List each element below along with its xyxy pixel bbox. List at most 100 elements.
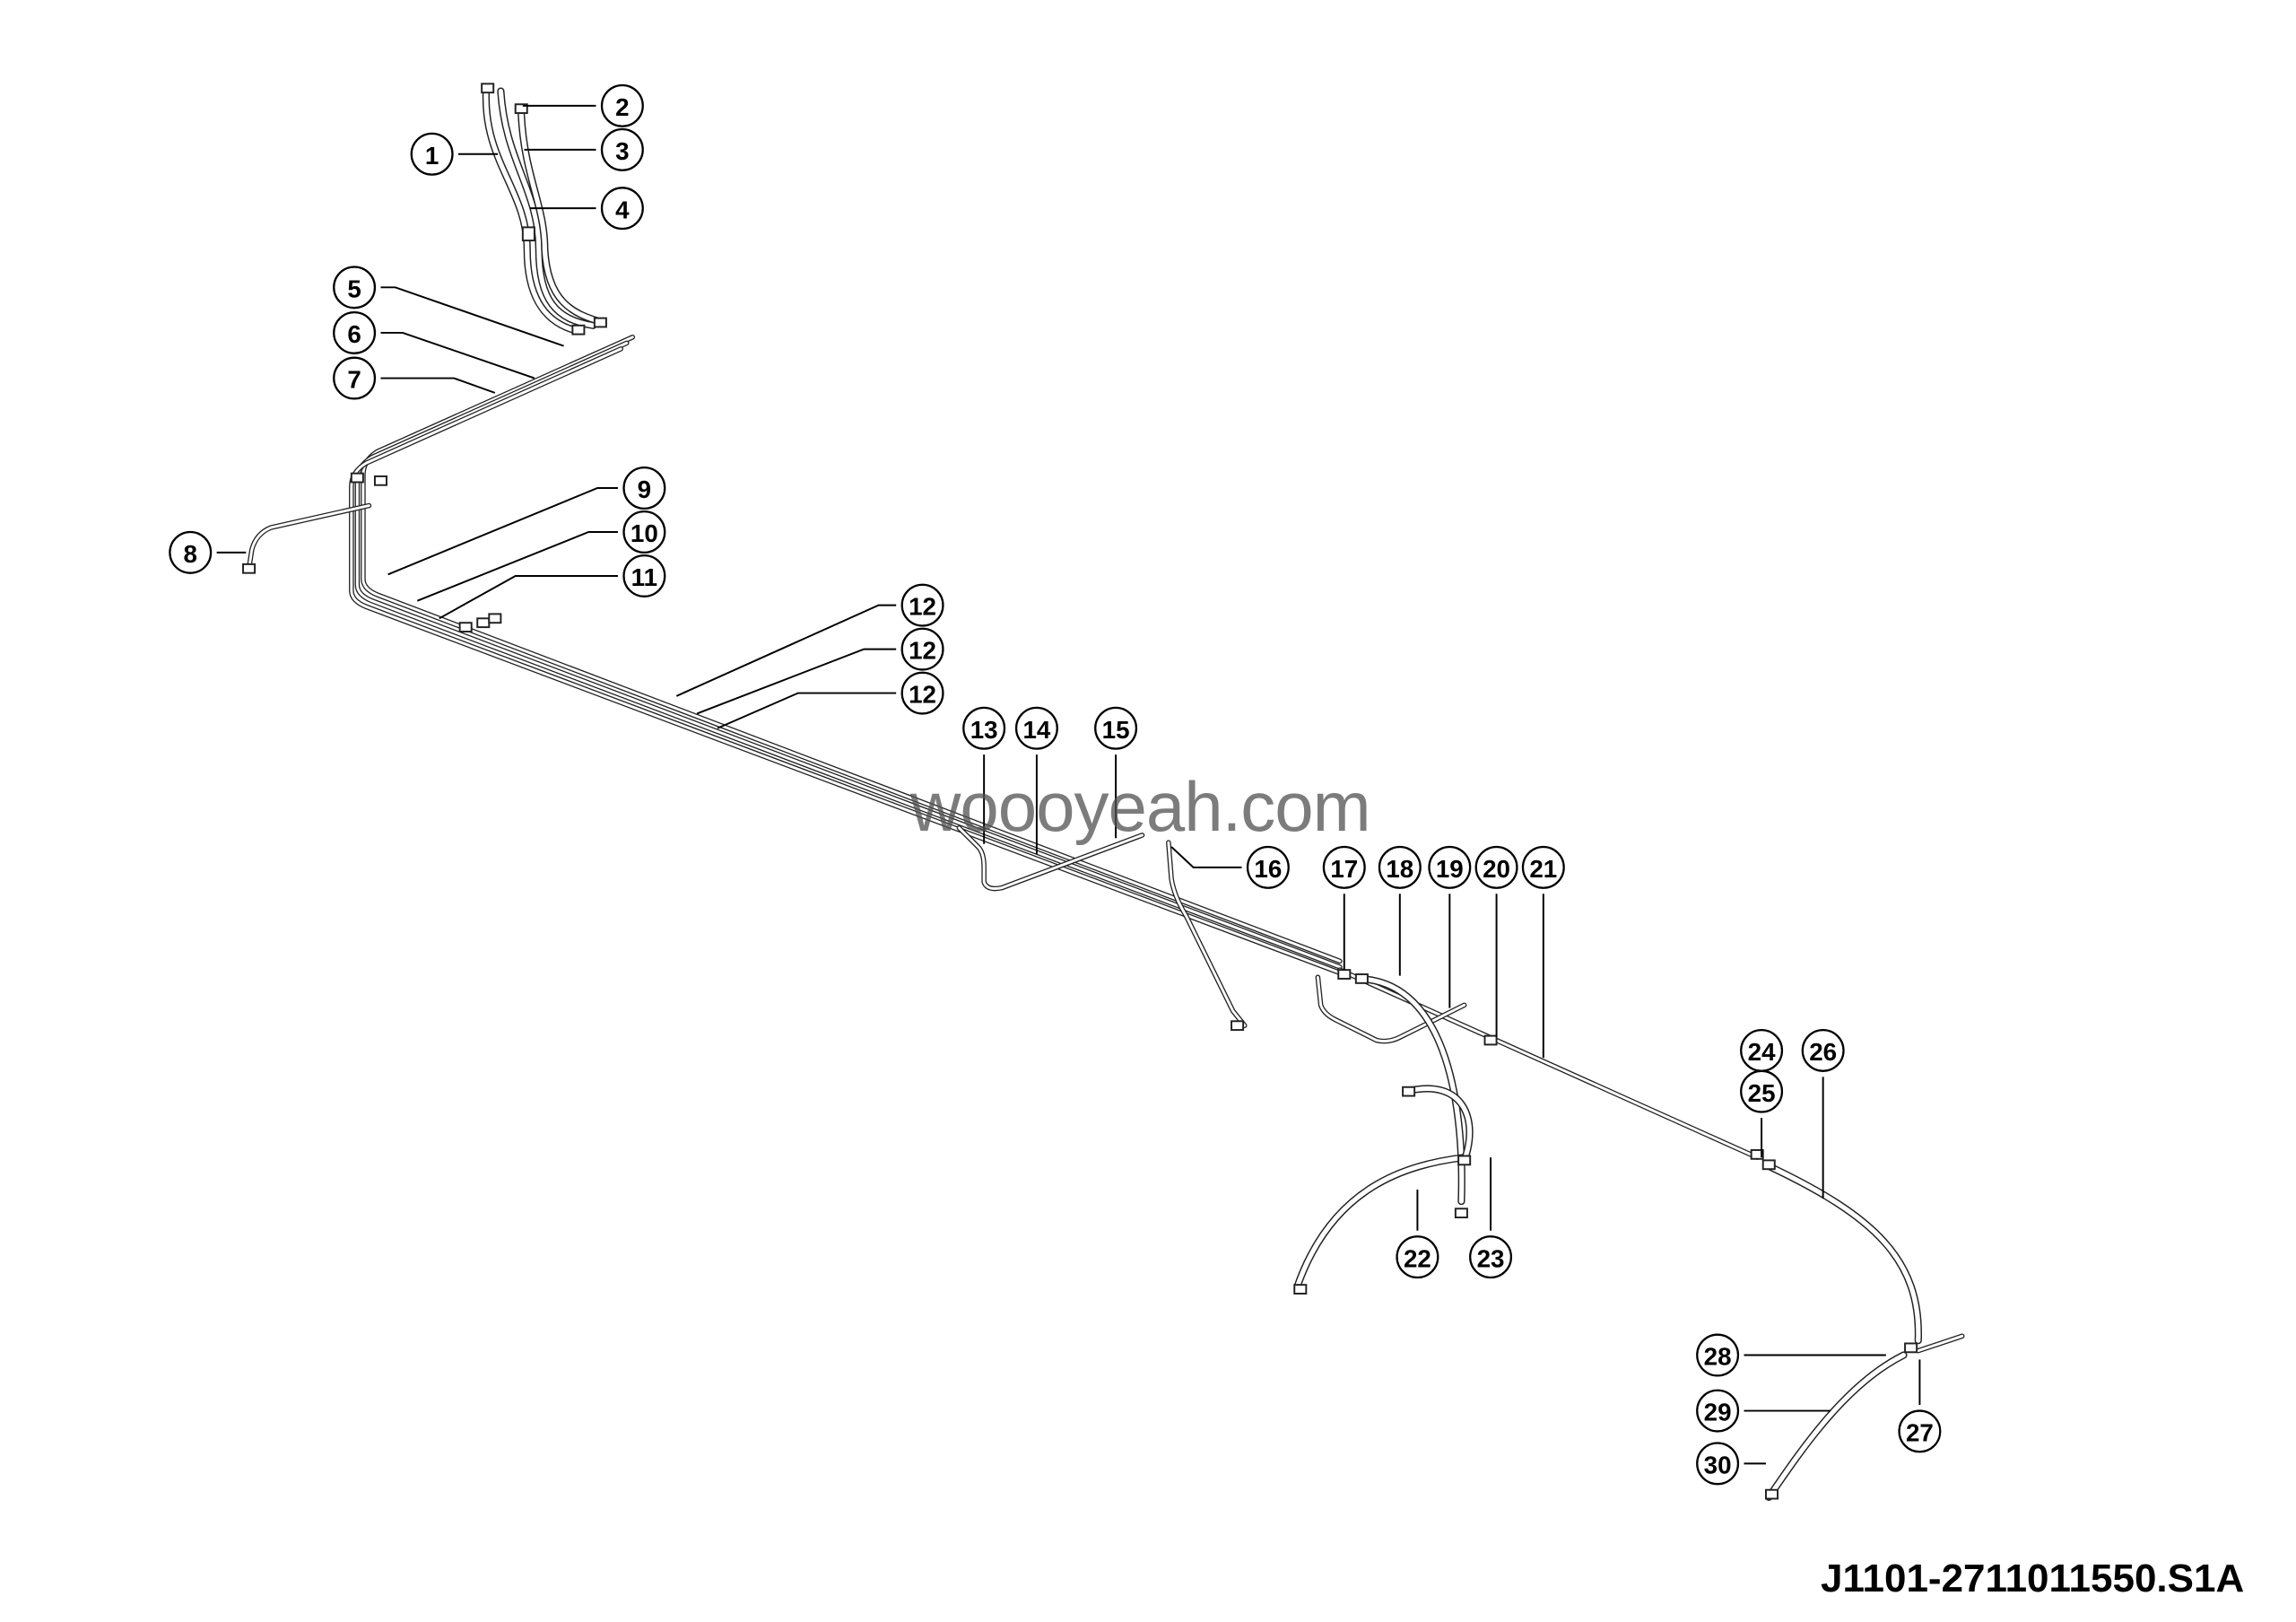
callout-29: 29 bbox=[1696, 1389, 1831, 1433]
callout-bubble bbox=[333, 356, 377, 400]
fitting bbox=[1904, 1342, 1918, 1354]
fitting bbox=[476, 617, 491, 629]
callout-bubble bbox=[1898, 1409, 1942, 1453]
drawing-code: J1101-2711011550.S1A bbox=[1821, 1557, 2245, 1600]
fitting bbox=[514, 103, 528, 115]
callout-bubble bbox=[1696, 1442, 1740, 1486]
leader-line bbox=[675, 604, 897, 697]
callout-bubble bbox=[622, 467, 666, 510]
fitting bbox=[571, 324, 586, 336]
fitting bbox=[373, 475, 387, 486]
fitting bbox=[1457, 1155, 1472, 1166]
leader-line bbox=[387, 487, 618, 576]
callout-bubble bbox=[1521, 845, 1565, 889]
leader-line bbox=[380, 377, 496, 394]
leader-line bbox=[380, 331, 535, 379]
callout-bubble bbox=[1696, 1389, 1740, 1433]
callout-bubble bbox=[1246, 845, 1290, 889]
callout-17: 17 bbox=[1322, 845, 1366, 971]
tube-27-inner bbox=[1917, 1334, 1964, 1353]
callout-bubble bbox=[1469, 1235, 1513, 1279]
callout-24: 24 bbox=[1740, 1028, 1784, 1072]
callout-bubble bbox=[1014, 706, 1058, 750]
callout-4: 4 bbox=[530, 187, 644, 231]
callout-14: 14 bbox=[1014, 706, 1058, 855]
callout-number: 6 bbox=[347, 320, 361, 348]
callout-number: 23 bbox=[1477, 1244, 1505, 1272]
callout-21: 21 bbox=[1521, 845, 1565, 1059]
callout-11: 11 bbox=[439, 554, 666, 620]
callout-bubble bbox=[333, 310, 377, 354]
callout-number: 28 bbox=[1704, 1343, 1732, 1371]
callout-7: 7 bbox=[333, 356, 496, 400]
callout-5: 5 bbox=[333, 266, 564, 347]
leader-line bbox=[380, 286, 564, 347]
clamp bbox=[521, 226, 535, 242]
callout-number: 1 bbox=[425, 142, 439, 170]
callout-number: 20 bbox=[1483, 855, 1510, 883]
leader-line bbox=[439, 574, 618, 620]
leader-line bbox=[1170, 846, 1242, 868]
leader-line bbox=[416, 531, 618, 602]
callout-bubble bbox=[1396, 1235, 1439, 1279]
callout-bubble bbox=[600, 83, 644, 127]
callout-number: 30 bbox=[1704, 1451, 1732, 1478]
hose-23-inner bbox=[1403, 1086, 1473, 1164]
fitting bbox=[350, 472, 364, 484]
fittings bbox=[242, 83, 1918, 1500]
callout-number: 27 bbox=[1906, 1419, 1934, 1447]
callout-bubble bbox=[1696, 1333, 1740, 1377]
fitting bbox=[1483, 1034, 1498, 1046]
callout-number: 18 bbox=[1386, 855, 1413, 883]
callout-3: 3 bbox=[524, 127, 644, 171]
callout-22: 22 bbox=[1396, 1190, 1439, 1279]
callout-1: 1 bbox=[410, 132, 499, 176]
callout-number: 21 bbox=[1529, 855, 1557, 883]
main-tube-3 bbox=[349, 346, 1343, 976]
callout-23: 23 bbox=[1469, 1157, 1513, 1279]
leader-line bbox=[717, 692, 897, 729]
watermark: woooyeah.com bbox=[910, 767, 1371, 846]
hose-22-inner bbox=[1294, 1155, 1467, 1289]
tube-8-inner bbox=[248, 504, 370, 571]
fitting bbox=[242, 562, 257, 574]
callout-bubble bbox=[1094, 706, 1138, 750]
callout-28: 28 bbox=[1696, 1333, 1886, 1377]
callout-bubble bbox=[1801, 1028, 1845, 1072]
hose-3-inner bbox=[518, 112, 606, 326]
hose-29 bbox=[1765, 1351, 1908, 1501]
callout-bubble bbox=[169, 530, 213, 574]
callout-15: 15 bbox=[1094, 706, 1138, 839]
callout-number: 12 bbox=[909, 593, 936, 621]
fitting bbox=[1293, 1284, 1308, 1295]
fitting bbox=[458, 622, 473, 632]
tube-13-15-inner bbox=[957, 826, 1144, 890]
callout-12: 12 bbox=[696, 627, 944, 715]
callout-bubble bbox=[962, 706, 1006, 750]
callout-25: 25 bbox=[1740, 1069, 1784, 1158]
callout-number: 14 bbox=[1022, 716, 1050, 744]
callout-number: 17 bbox=[1330, 855, 1358, 883]
callout-bubble bbox=[900, 671, 944, 715]
callout-6: 6 bbox=[333, 310, 535, 379]
callout-13: 13 bbox=[962, 706, 1006, 844]
callout-18: 18 bbox=[1378, 845, 1422, 976]
tube-16-inner bbox=[1167, 841, 1247, 1027]
main-tube-rear-inner bbox=[1338, 968, 1759, 1159]
hose-22 bbox=[1293, 1154, 1468, 1290]
callout-number: 29 bbox=[1704, 1399, 1732, 1426]
hose-4-inner bbox=[498, 88, 596, 328]
callout-number: 12 bbox=[909, 681, 936, 709]
callout-12: 12 bbox=[675, 583, 944, 697]
callout-number: 7 bbox=[347, 366, 361, 394]
fitting bbox=[1761, 1159, 1776, 1171]
callout-bubble bbox=[1474, 845, 1518, 889]
leader-line bbox=[696, 648, 897, 715]
callout-bubble bbox=[333, 266, 377, 310]
callout-number: 5 bbox=[347, 275, 361, 302]
tube-19-inner bbox=[1316, 975, 1466, 1043]
callout-number: 19 bbox=[1436, 855, 1464, 883]
callout-20: 20 bbox=[1474, 845, 1518, 1038]
